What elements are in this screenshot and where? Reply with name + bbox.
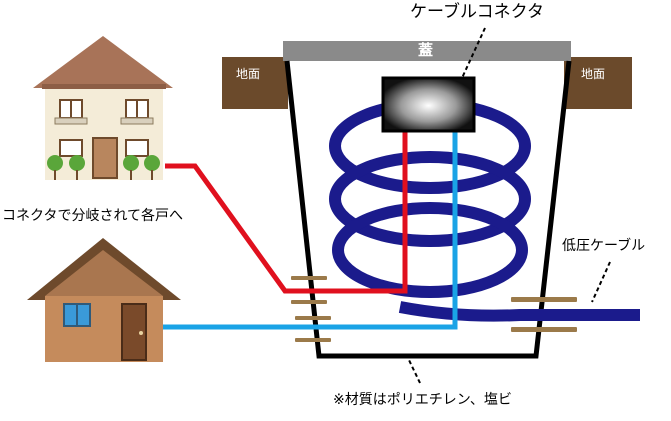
low-voltage-cable-label: 低圧ケーブル [562,238,646,254]
house-top-icon [33,36,173,180]
cable-leader [591,261,611,303]
ground-left-block [222,57,288,109]
branch-note-label: コネクタで分岐されて各戸へ [2,208,184,224]
cable-clamps-right [511,297,577,332]
lid-label: 蓋 [418,41,434,59]
ground-right-label: 地面 [581,67,606,81]
blue-line [160,130,458,330]
material-leader [407,357,421,384]
connector-leader [461,27,486,79]
house-bottom-icon [27,238,181,362]
connector-label: ケーブルコネクタ [410,2,544,22]
ground-left-label: 地面 [236,67,261,81]
red-line [165,130,408,294]
lid [283,41,571,61]
ground-right-block [564,57,632,109]
material-note-label: ※材質はポリエチレン、塩ビ [333,392,512,408]
cable-connector [381,76,476,133]
coiled-cable [329,98,640,322]
wall-clamps-left [291,276,331,342]
handhole-outline [284,60,572,359]
